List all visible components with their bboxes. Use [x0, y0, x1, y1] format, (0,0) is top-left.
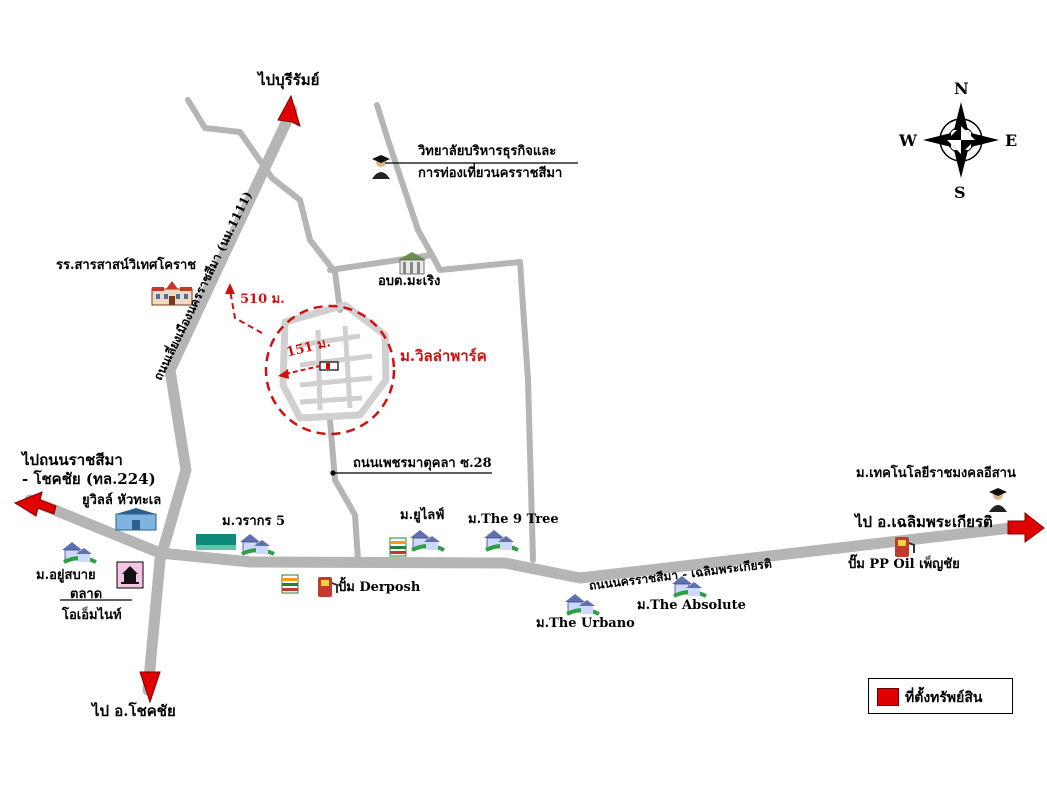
label-obt: อบต.มะเริง — [378, 274, 441, 289]
house-icon — [410, 530, 445, 552]
compass-east: E — [1005, 131, 1018, 150]
compass-north: N — [954, 79, 969, 98]
road-local-north — [374, 102, 435, 258]
label-to-chokchai: ไป อ.โชคชัย — [92, 702, 176, 720]
legend: ที่ตั้งทรัพย์สิน — [868, 678, 1013, 714]
direction-arrows — [13, 94, 1045, 704]
label-pp-oil: ปั๊ม PP Oil เพ็ญชัย — [848, 557, 960, 572]
government-icon — [398, 252, 426, 275]
label-urbano: ม.The Urbano — [536, 616, 635, 631]
house-icon — [565, 594, 600, 616]
legend-swatch — [877, 688, 899, 706]
leader-lines — [60, 162, 578, 601]
distance-510-arrow — [229, 289, 263, 334]
house-icon — [62, 542, 97, 564]
label-derposh: ปั้ม Derposh — [338, 580, 421, 595]
arrow-north — [277, 94, 301, 127]
road-phetmatukhla — [327, 417, 361, 563]
school-icon — [151, 281, 193, 306]
store-icon — [389, 537, 407, 557]
label-market-1: ตลาด — [70, 587, 103, 602]
house-icon — [240, 534, 275, 556]
compass-icon — [923, 102, 999, 178]
road-bypass — [142, 104, 298, 696]
distance-151-arrow — [284, 365, 321, 375]
compass-west: W — [899, 131, 917, 150]
label-to-nakhon-2: - โชคชัย (ทล.224) — [22, 470, 156, 488]
store-icon — [196, 534, 236, 550]
arrow-west — [13, 491, 57, 517]
house-icon — [484, 530, 519, 552]
label-warakorn: ม.วรากร 5 — [222, 514, 286, 529]
label-absolute: ม.The Absolute — [637, 598, 746, 613]
label-yusabai: ม.อยู่สบาย — [36, 568, 96, 583]
label-college-1: วิทยาลัยบริหารธุรกิจและ — [418, 144, 557, 159]
label-school: รร.สารสาสน์วิเทศโคราช — [56, 258, 197, 273]
label-yuvil: ยูวิลล์ หัวทะเล — [82, 493, 162, 508]
label-ulife: ม.ยูไลฟ์ — [400, 508, 445, 523]
legend-label: ที่ตั้งทรัพย์สิน — [905, 690, 983, 706]
label-college-2: การท่องเที่ยวนครราชสีมา — [418, 166, 563, 181]
compass-south: S — [954, 183, 966, 202]
house-icon — [672, 576, 707, 598]
label-road-phetmatukhla: ถนนเพชรมาตุคลา ซ.28 — [353, 456, 492, 471]
store-icon — [281, 574, 299, 594]
arrow-east — [1007, 511, 1045, 543]
property-marker — [319, 361, 339, 371]
road-network — [24, 97, 1026, 696]
graduate-icon — [372, 155, 390, 179]
villa-park-circle — [264, 304, 396, 436]
label-market-2: โอเอ็มไนท์ — [62, 608, 122, 623]
graduate-icon — [989, 488, 1007, 512]
store-icon — [115, 508, 157, 531]
label-nine-tree: ม.The 9 Tree — [468, 512, 559, 527]
label-tech-univ: ม.เทคโนโลยีราชมงคลอีสาน — [856, 466, 1016, 481]
distance-510-arrowhead — [225, 283, 235, 294]
distance-151-arrowhead — [278, 369, 289, 379]
road-local-nw — [185, 97, 343, 313]
label-distance-510: 510 ม. — [240, 292, 285, 307]
market-icon — [116, 561, 144, 589]
label-to-chaloem: ไป อ.เฉลิมพระเกียรติ — [855, 513, 993, 531]
label-to-buriram: ไปบุรีรัมย์ — [258, 71, 320, 89]
gas-pump-icon — [895, 537, 915, 557]
label-to-nakhon-1: ไปถนนราชสีมา — [22, 451, 123, 469]
road-main-east — [24, 494, 1026, 584]
label-villa-park: ม.วิลล่าพาร์ค — [400, 347, 487, 365]
gas-pump-icon — [318, 577, 338, 597]
arrow-south — [139, 671, 161, 704]
